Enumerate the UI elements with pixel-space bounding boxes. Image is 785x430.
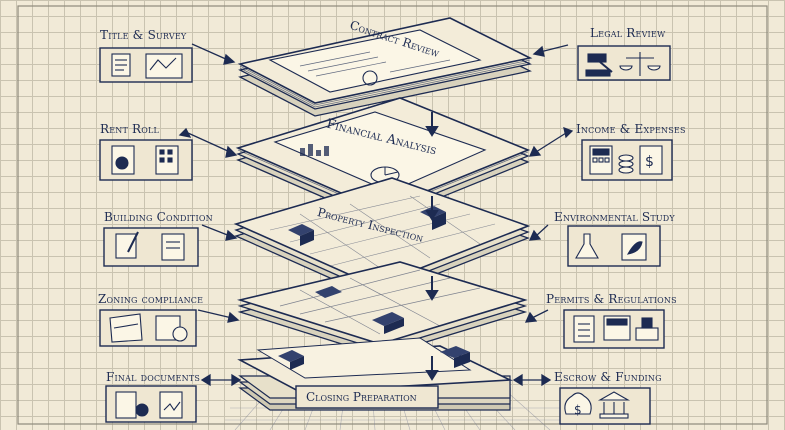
flow-arrows	[425, 112, 439, 381]
approved-document-icon	[155, 315, 188, 342]
dollar-document-icon: $	[639, 145, 663, 175]
calculator-icon	[603, 315, 631, 341]
calculator-icon	[589, 145, 613, 175]
label-final-documents: Final documents	[106, 370, 201, 384]
label-zoning-compliance: Zoning compliance	[98, 292, 204, 306]
label-building-condition: Building Condition	[104, 210, 213, 224]
closing-blocks-icon	[278, 346, 470, 370]
building-model-icon	[288, 206, 446, 246]
money-document-icon	[115, 391, 149, 419]
label-environmental-study: Environmental Study	[554, 210, 675, 224]
blueprint-frame	[17, 5, 768, 425]
label-income-expenses: Income & Expenses	[576, 122, 686, 136]
survey-map-icon	[145, 53, 183, 79]
bank-icon	[597, 391, 631, 419]
money-bag-icon: $	[564, 392, 592, 417]
label-legal-review: Legal Review	[590, 26, 666, 40]
layer-label-closing-preparation: Closing Preparation	[306, 390, 417, 404]
coins-icon	[618, 154, 634, 174]
building-icon	[155, 145, 179, 175]
layer-property-inspection	[233, 177, 531, 299]
label-escrow-funding: Escrow & Funding	[554, 370, 662, 384]
leaf-document-icon	[621, 233, 647, 261]
label-permits-regulations: Permits & Regulations	[546, 292, 677, 306]
checklist-pen-icon	[115, 231, 139, 259]
signed-document-icon	[159, 391, 183, 419]
svg-text:$: $	[645, 154, 654, 170]
seal-icon	[362, 70, 378, 86]
zoning-map-icon	[109, 313, 143, 343]
layer-contract-review	[237, 17, 533, 117]
right-icon-boxes	[559, 45, 673, 425]
gavel-icon	[585, 53, 613, 77]
connector-arrows	[178, 43, 574, 387]
bar-chart-icon	[300, 144, 329, 156]
label-title-survey: Title & Survey	[100, 28, 187, 42]
stamp-icon	[635, 317, 659, 341]
flask-icon	[575, 233, 599, 259]
svg-text:$: $	[574, 403, 582, 417]
layer-zoning-plan	[236, 261, 528, 357]
site-blocks-icon	[315, 286, 404, 334]
checklist-icon	[573, 315, 595, 343]
document-icon	[111, 53, 131, 77]
scales-icon	[619, 52, 661, 76]
clipboard-icon	[161, 233, 185, 261]
money-document-icon	[111, 145, 135, 175]
layer-closing-stack	[237, 337, 514, 411]
label-rent-roll: Rent Roll	[100, 122, 160, 136]
